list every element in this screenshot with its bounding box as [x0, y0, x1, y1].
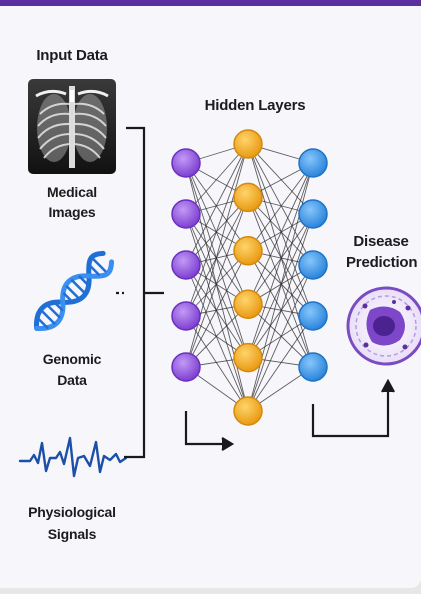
input-node-3: [172, 251, 200, 279]
physiological-signals-label-line2: Signals: [6, 524, 138, 544]
flow-arrow-right: [313, 381, 394, 436]
input-node-1: [172, 149, 200, 177]
medical-images-label-line1: Medical: [14, 182, 130, 202]
hidden-node-4: [234, 290, 262, 318]
input-data-title: Input Data: [14, 46, 130, 66]
input-bracket: [116, 128, 164, 457]
hidden-node-6: [234, 397, 262, 425]
hidden-node-5: [234, 344, 262, 372]
output-node-2: [299, 200, 327, 228]
input-node-4: [172, 302, 200, 330]
disease-prediction-label-line2: Prediction: [346, 253, 421, 273]
ecg-waveform-icon: [20, 438, 126, 476]
output-node-1: [299, 149, 327, 177]
chest-xray-icon: [28, 79, 116, 174]
output-node-5: [299, 353, 327, 381]
input-node-5: [172, 353, 200, 381]
medical-images-label-line2: Images: [14, 202, 130, 222]
hidden-node-2: [234, 183, 262, 211]
disease-prediction-label-line1: Disease: [346, 232, 416, 252]
cell-icon: [348, 288, 421, 364]
input-node-2: [172, 200, 200, 228]
output-node-4: [299, 302, 327, 330]
hidden-layers-title: Hidden Layers: [180, 96, 330, 116]
output-node-3: [299, 251, 327, 279]
hidden-node-3: [234, 237, 262, 265]
genomic-data-label-line2: Data: [14, 370, 130, 390]
physiological-signals-label-line1: Physiological: [6, 502, 138, 522]
dna-helix-icon: [29, 250, 116, 337]
hidden-node-1: [234, 130, 262, 158]
flow-arrow-left: [186, 411, 232, 450]
genomic-data-label-line1: Genomic: [14, 349, 130, 369]
